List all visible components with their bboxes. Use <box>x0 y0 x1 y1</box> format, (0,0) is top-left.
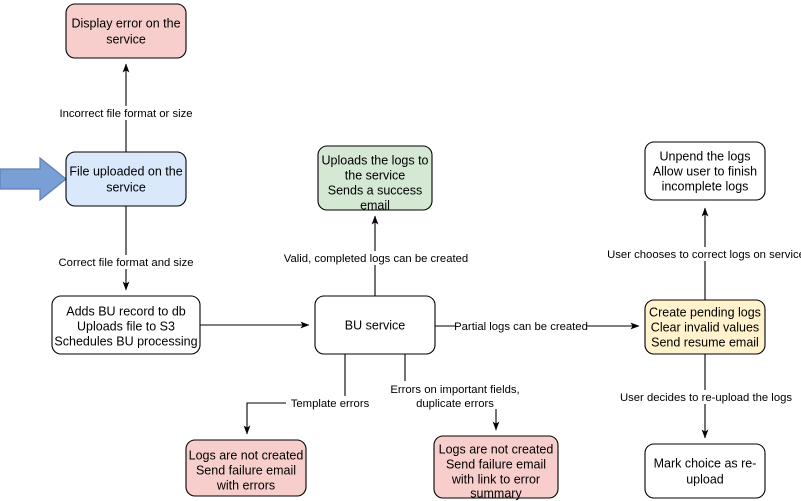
unpend-logs-line-3: incomplete logs <box>662 179 749 193</box>
summary-fail-line-2: Send failure email <box>446 457 546 471</box>
edge-label-reupload-logs: User decides to re-upload the logs <box>620 392 792 404</box>
create-pending-logs-line-3: Send resume email <box>651 335 759 349</box>
unpend-logs-line-1: Unpend the logs <box>659 149 750 163</box>
edge-label-template-errors: Template errors <box>291 398 370 410</box>
template-fail-line-3: with errors <box>216 478 275 492</box>
edge-label-important-fields-line2: duplicate errors <box>416 398 494 410</box>
edge-template-errors: Template errors <box>243 354 372 435</box>
summary-fail-line-3: with link to error <box>451 472 540 486</box>
unpend-logs-line-2: Allow user to finish <box>653 164 757 178</box>
adds-bu-record-node[interactable]: Adds BU record to db Uploads file to S3 … <box>51 295 201 355</box>
create-pending-logs-line-2: Clear invalid values <box>651 320 759 334</box>
display-error-line-1: Display error on the <box>71 16 180 30</box>
edge-correct-file-format: Correct file format and size <box>56 206 196 291</box>
template-fail-line-1: Logs are not created <box>189 448 304 462</box>
uploads-logs-line-1: Uploads the logs to <box>321 153 428 167</box>
display-error-node[interactable]: Display error on the service <box>65 3 187 59</box>
uploads-logs-line-3: Sends a success <box>328 183 423 197</box>
display-error-line-2: service <box>106 32 146 46</box>
summary-fail-line-1: Logs are not created <box>439 442 554 456</box>
entry-arrow-to-file-uploaded <box>0 156 67 202</box>
summary-fail-line-4: summary <box>470 486 522 500</box>
logs-not-created-template-errors-node[interactable]: Logs are not created Send failure email … <box>185 439 307 497</box>
edge-label-incorrect-file-format: Incorrect file format or size <box>59 108 192 120</box>
file-uploaded-line-2: service <box>106 180 146 194</box>
edge-errors-on-important-fields: Errors on important fields, duplicate er… <box>390 354 520 431</box>
uploads-logs-line-4: email <box>360 198 390 212</box>
file-uploaded-line-1: File uploaded on the <box>69 164 182 178</box>
edge-user-decides-to-reupload: User decides to re-upload the logs <box>617 354 795 439</box>
edge-valid-completed-logs: Valid, completed logs can be created <box>283 215 469 296</box>
adds-bu-record-line-2: Uploads file to S3 <box>77 319 175 333</box>
edge-user-chooses-to-correct-logs: User chooses to correct logs on service <box>607 207 801 300</box>
unpend-logs-node[interactable]: Unpend the logs Allow user to finish inc… <box>644 141 766 201</box>
bu-service-node[interactable]: BU service <box>314 295 436 355</box>
uploads-logs-success-node[interactable]: Uploads the logs to the service Sends a … <box>317 145 433 212</box>
mark-choice-line-2: upload <box>686 472 724 486</box>
edge-label-correct-logs-on-service: User chooses to correct logs on service <box>607 249 801 261</box>
create-pending-logs-node[interactable]: Create pending logs Clear invalid values… <box>644 299 766 355</box>
adds-bu-record-line-3: Schedules BU processing <box>54 334 197 348</box>
edge-label-partial-logs: Partial logs can be created <box>454 321 588 333</box>
adds-bu-record-line-1: Adds BU record to db <box>66 304 186 318</box>
edge-label-correct-file-format: Correct file format and size <box>59 257 194 269</box>
edge-label-valid-completed-logs: Valid, completed logs can be created <box>284 253 468 265</box>
bu-service-label: BU service <box>345 318 405 332</box>
mark-choice-line-1: Mark choice as re- <box>654 456 757 470</box>
edge-label-important-fields-line1: Errors on important fields, <box>390 384 519 396</box>
create-pending-logs-line-1: Create pending logs <box>649 305 761 319</box>
uploads-logs-line-2: the service <box>345 168 405 182</box>
template-fail-line-2: Send failure email <box>196 463 296 477</box>
edge-partial-logs-can-be-created: Partial logs can be created <box>435 319 640 333</box>
logs-not-created-error-summary-node[interactable]: Logs are not created Send failure email … <box>433 435 559 500</box>
edge-incorrect-file-format: Incorrect file format or size <box>56 63 196 152</box>
file-uploaded-node[interactable]: File uploaded on the service <box>65 151 187 207</box>
mark-choice-reupload-node[interactable]: Mark choice as re- upload <box>644 443 766 499</box>
